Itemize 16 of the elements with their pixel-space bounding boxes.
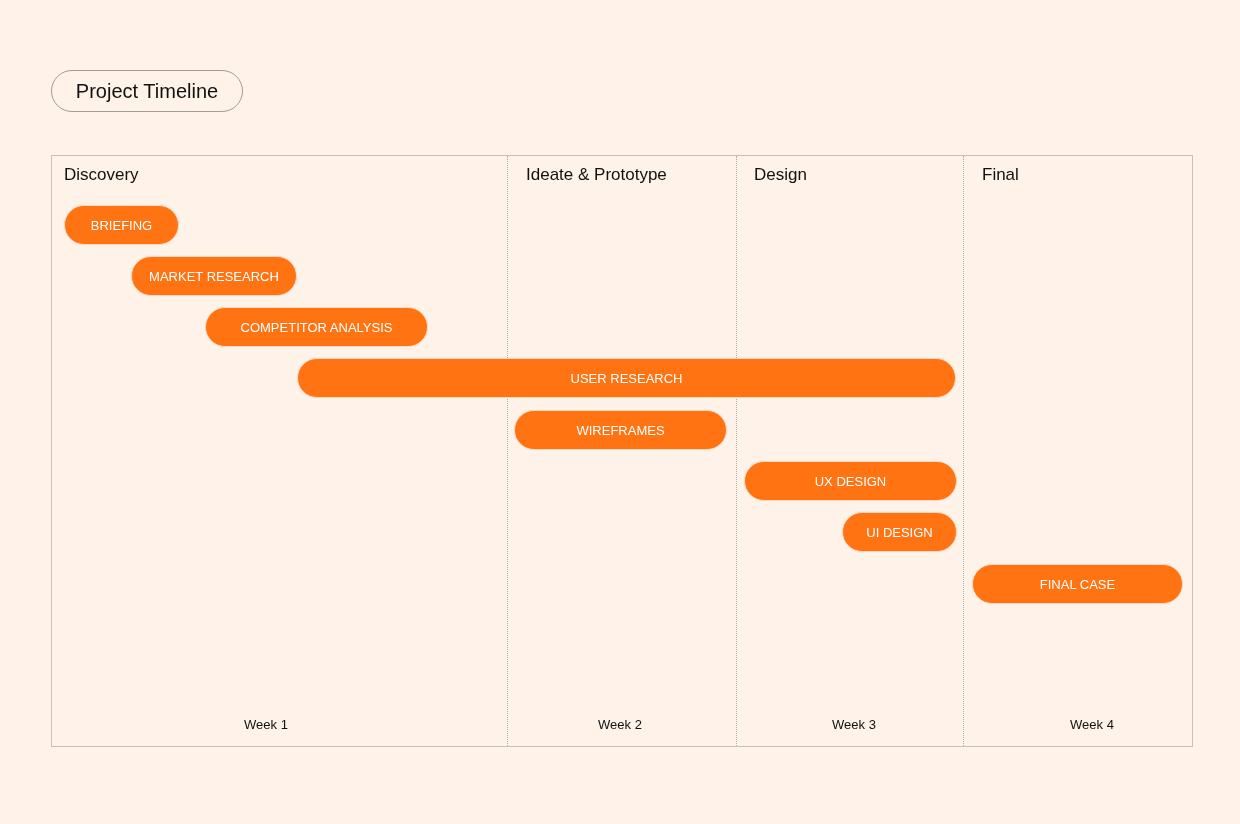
phase-heading: Ideate & Prototype — [526, 165, 667, 185]
task-bar: BRIEFING — [64, 205, 179, 245]
task-bar: MARKET RESEARCH — [131, 256, 297, 296]
week-label: Week 1 — [244, 717, 288, 732]
task-bar: USER RESEARCH — [297, 358, 956, 398]
task-bar: FINAL CASE — [972, 564, 1183, 604]
phase-heading: Final — [982, 165, 1019, 185]
task-bar: COMPETITOR ANALYSIS — [205, 307, 428, 347]
task-bar: UI DESIGN — [842, 512, 957, 552]
task-bar: UX DESIGN — [744, 461, 957, 501]
week-label: Week 3 — [832, 717, 876, 732]
phase-heading: Design — [754, 165, 807, 185]
task-bar: WIREFRAMES — [514, 410, 727, 450]
week-label: Week 2 — [598, 717, 642, 732]
week-label: Week 4 — [1070, 717, 1114, 732]
phase-heading: Discovery — [64, 165, 139, 185]
